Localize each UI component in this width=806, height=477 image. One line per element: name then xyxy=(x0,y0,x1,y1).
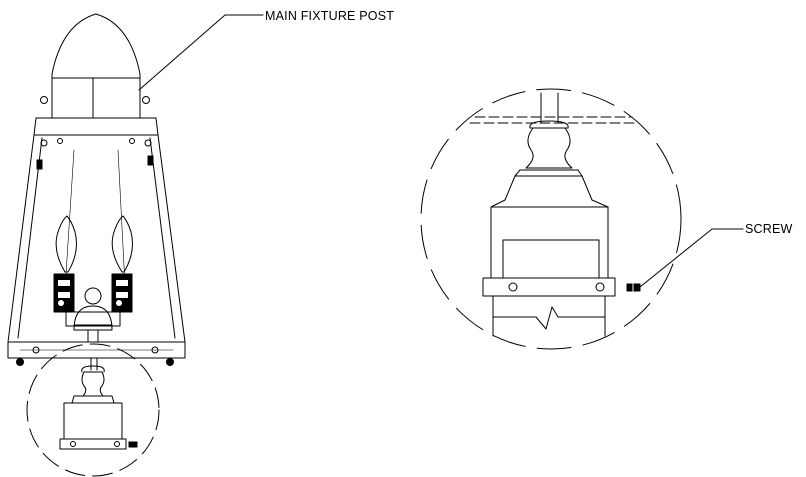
hinge-left-top xyxy=(36,159,43,170)
detail-mounting-band xyxy=(482,277,616,297)
center-finial-ball xyxy=(84,287,102,305)
detail-post-body xyxy=(490,206,609,279)
detail-post-neck xyxy=(525,127,573,169)
post-cap-body xyxy=(63,402,123,440)
detail-callout-circle-small xyxy=(26,343,160,477)
bottom-screw-right xyxy=(166,358,174,366)
label-main-fixture-post: MAIN FIXTURE POST xyxy=(265,9,395,23)
dome-clip-right xyxy=(142,96,150,104)
center-stem xyxy=(87,329,99,343)
detail-callout-circle-large xyxy=(420,88,682,350)
dome-clip-left xyxy=(40,96,48,104)
detail-break-line xyxy=(492,306,606,330)
post-cap-shoulder xyxy=(71,395,115,404)
hinge-right-top xyxy=(147,155,154,166)
post-cap-neck xyxy=(81,371,105,397)
post-cap-band xyxy=(59,438,127,450)
lantern-fixture xyxy=(7,13,186,477)
lantern-body-outline xyxy=(7,134,186,343)
leader-screw xyxy=(639,228,744,288)
detail-post-shoulder xyxy=(504,175,593,201)
detail-post-collar xyxy=(529,120,569,129)
label-screw: SCREW xyxy=(745,222,793,236)
detail-view xyxy=(420,88,682,350)
candle-bulb-right xyxy=(111,215,133,273)
post-cap-screw xyxy=(128,441,138,448)
detail-hole-right xyxy=(595,282,605,292)
leader-main-fixture-post xyxy=(138,14,264,91)
candle-bulb-left xyxy=(55,215,77,273)
detail-hole-left xyxy=(508,282,518,292)
lantern-dome xyxy=(51,13,141,119)
top-frame xyxy=(33,117,159,136)
bottom-screw-left xyxy=(16,358,24,366)
center-hub xyxy=(73,305,113,331)
post-cap-collar xyxy=(81,365,105,373)
